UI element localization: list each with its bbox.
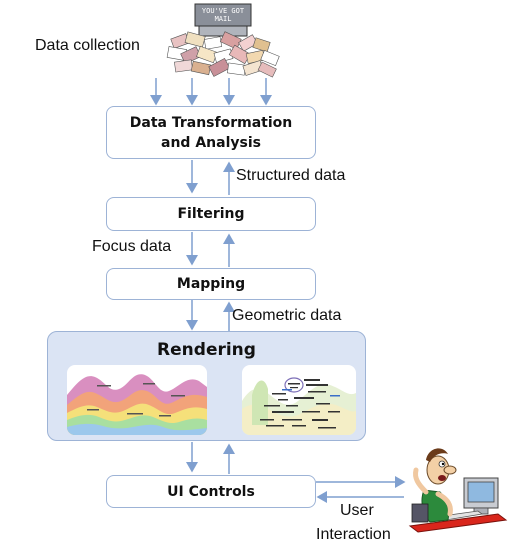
mail-pile-icon [166, 3, 280, 78]
rendering-title: Rendering [157, 340, 256, 360]
user-at-computer-icon [408, 448, 508, 533]
structured-data-label: Structured data [236, 167, 346, 184]
wordcloud-thumbnail [242, 365, 356, 435]
data-collection-label: Data collection [35, 37, 140, 54]
mapping-box: Mapping [106, 268, 316, 300]
transformation-title-line1: Data Transformation [129, 114, 293, 131]
focus-data-label: Focus data [92, 238, 172, 255]
ui-controls-title: UI Controls [167, 483, 255, 500]
mailbox-sign-text: YOU'VE GOT MAIL [201, 7, 245, 23]
rendering-panel: Rendering [47, 331, 366, 441]
streamgraph-image [67, 374, 207, 435]
filtering-title: Filtering [177, 206, 245, 222]
wordcloud-image [242, 377, 356, 435]
transformation-title-line2: and Analysis [161, 134, 261, 151]
ui-controls-box[interactable]: UI Controls [106, 475, 316, 508]
user-label: User [340, 502, 374, 519]
geometric-data-label: Geometric data [232, 307, 342, 324]
streamgraph-thumbnail [67, 365, 207, 435]
transformation-box: Data Transformation and Analysis [106, 106, 316, 159]
filtering-box: Filtering [106, 197, 316, 231]
mapping-title: Mapping [176, 276, 246, 292]
interaction-label: Interaction [316, 526, 391, 543]
